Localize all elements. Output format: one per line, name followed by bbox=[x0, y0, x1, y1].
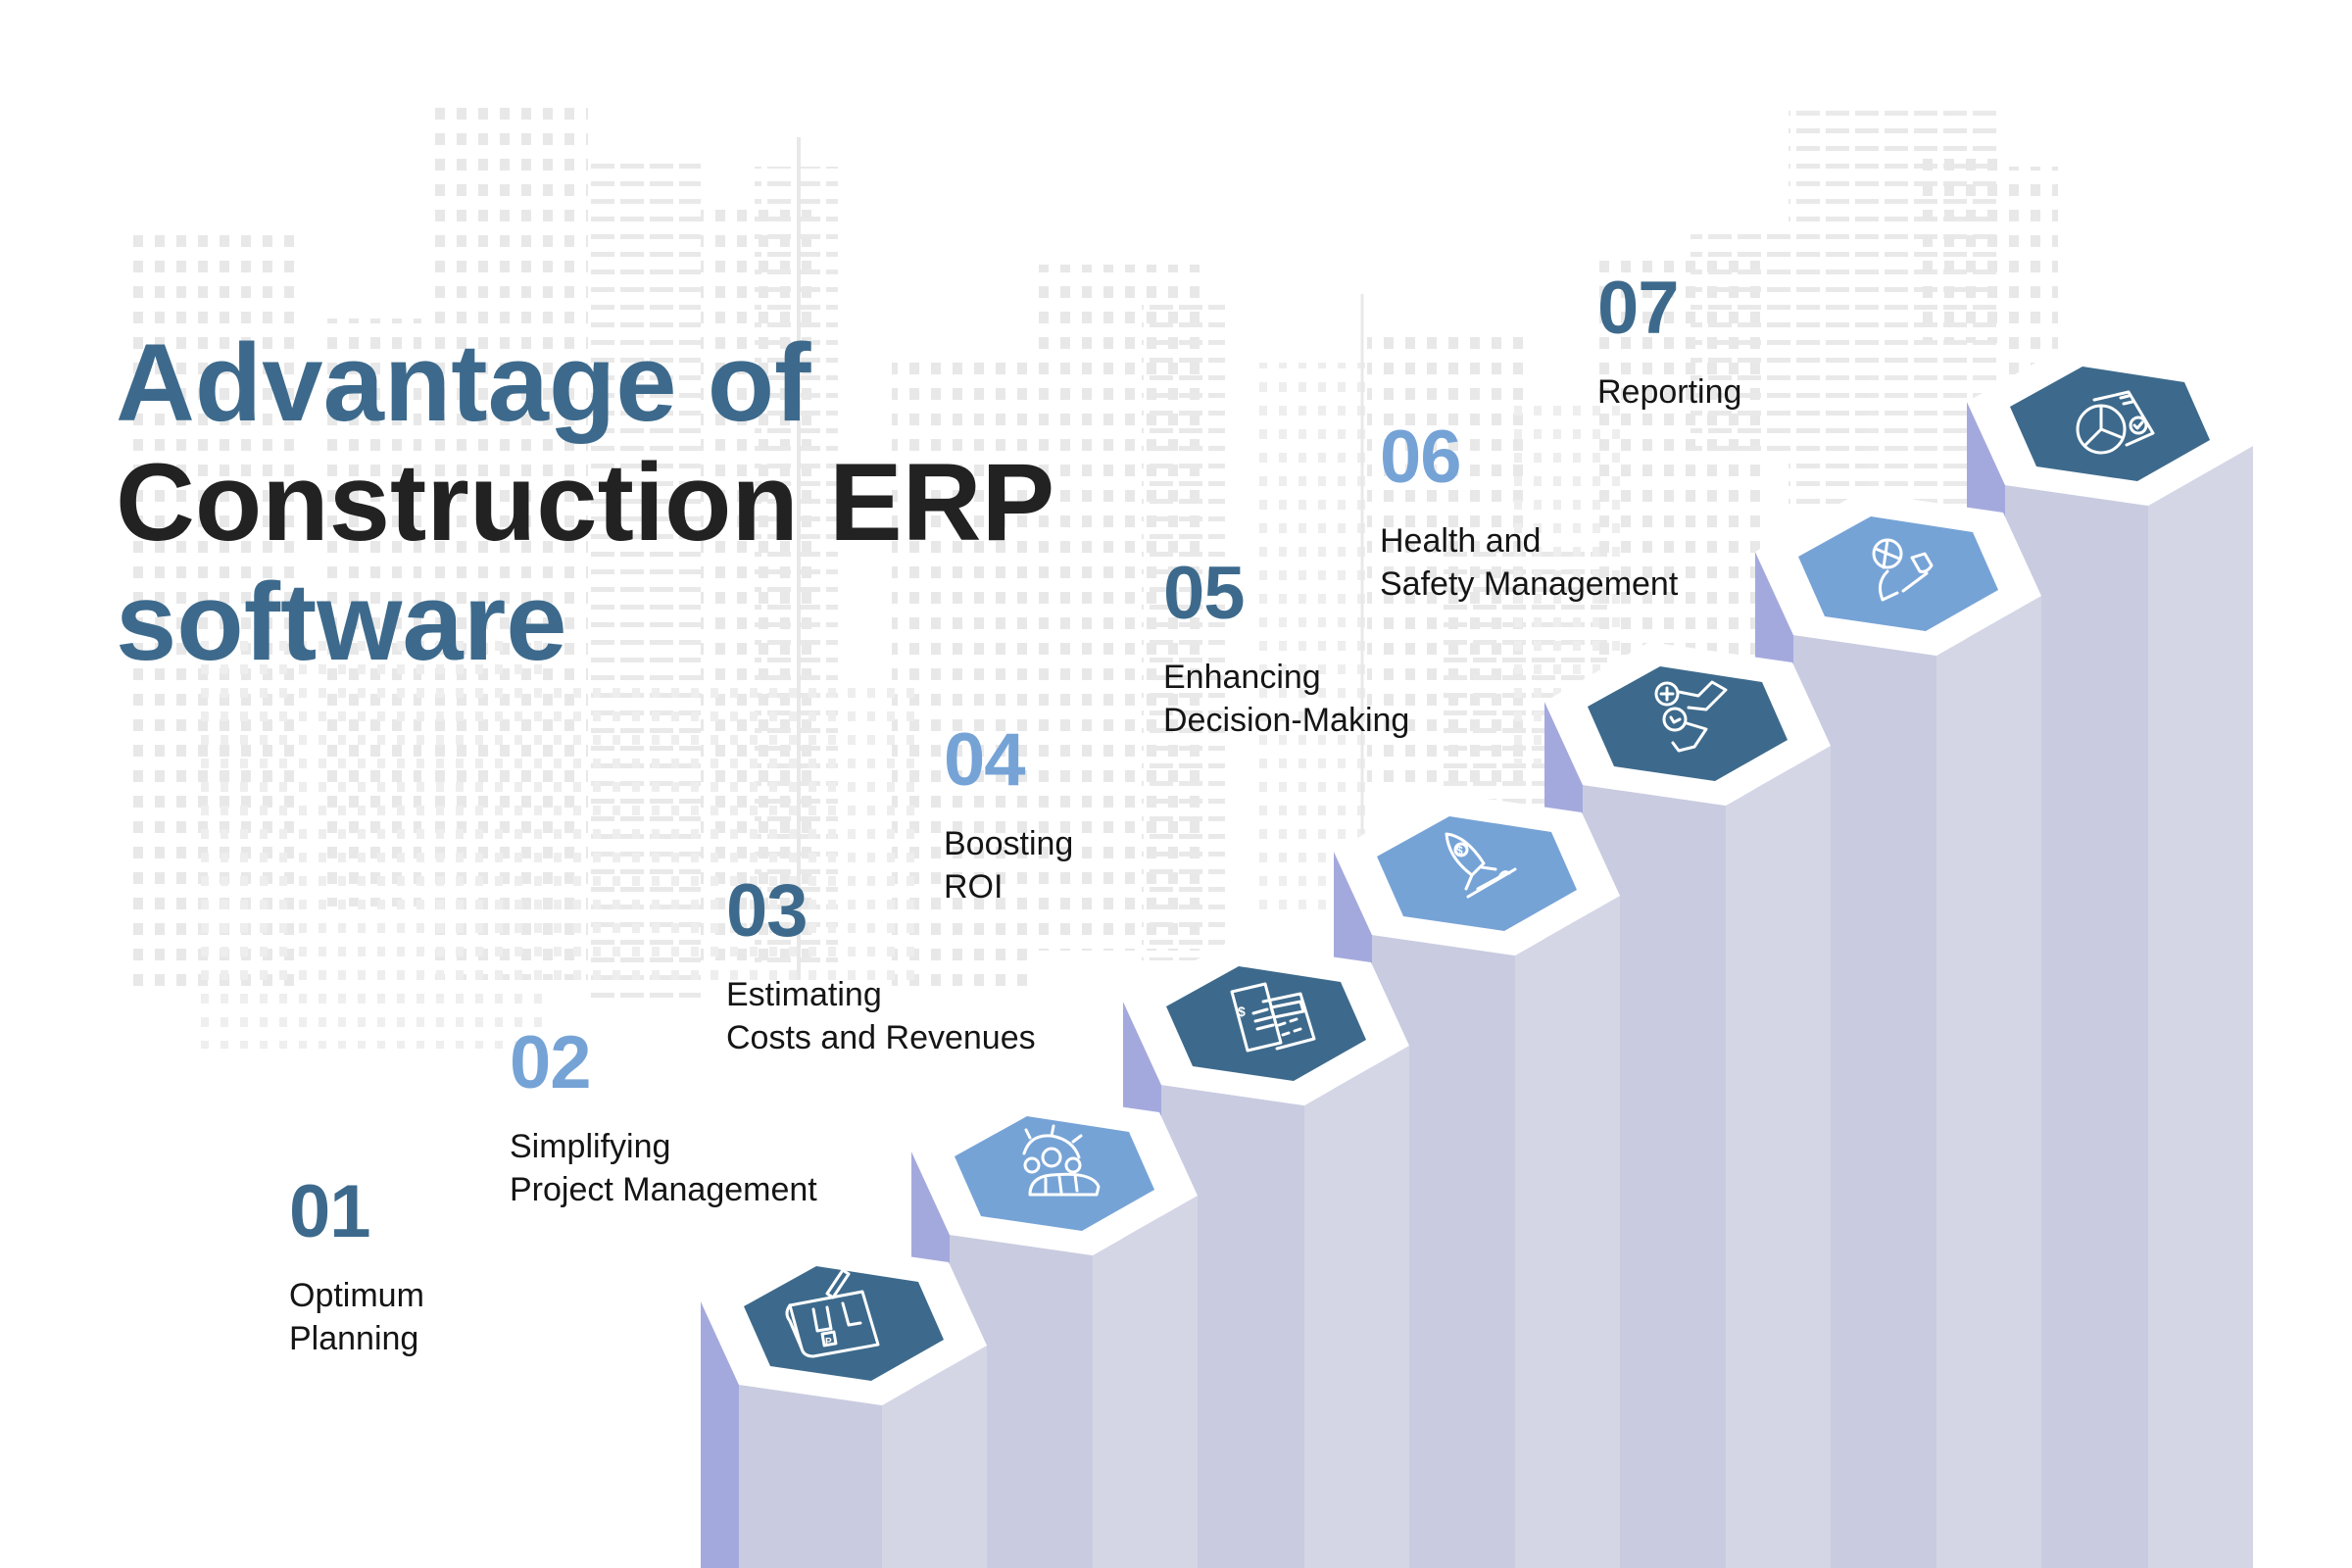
step-hex-6 bbox=[1798, 516, 1998, 631]
step-prism-2 bbox=[911, 1092, 1198, 1568]
title-line-3: software bbox=[116, 561, 567, 683]
step-label-4: 04 Boosting ROI bbox=[944, 718, 1074, 908]
step-text-line-2: Costs and Revenues bbox=[726, 1019, 1036, 1056]
step-label-1: 01 Optimum Planning bbox=[289, 1170, 424, 1360]
pie-chart-report-icon bbox=[2076, 390, 2155, 455]
title-line-2: Construction ERP bbox=[116, 441, 1055, 564]
title-line-1: Advantage of bbox=[116, 321, 811, 444]
step-text-line-1: Health and bbox=[1380, 522, 1542, 560]
decision-hands-icon bbox=[1654, 680, 1728, 753]
invoice-calculator-icon bbox=[1230, 982, 1316, 1053]
step-number: 02 bbox=[510, 1021, 592, 1104]
step-number: 04 bbox=[944, 718, 1026, 802]
step-text-line-1: Estimating bbox=[726, 976, 882, 1013]
step-label-7: 07 Reporting bbox=[1597, 267, 1742, 414]
step-number: 05 bbox=[1163, 552, 1246, 635]
step-label-6: 06 Health and Safety Management bbox=[1380, 416, 1679, 606]
worker-safety-icon bbox=[1872, 538, 1934, 602]
step-text-line-1: Optimum bbox=[289, 1277, 424, 1314]
step-number: 07 bbox=[1597, 267, 1680, 350]
dollar-sign-icon: $ bbox=[1238, 1004, 1246, 1019]
step-text-line-2: Project Management bbox=[510, 1171, 817, 1208]
step-hex-7 bbox=[2010, 367, 2210, 481]
step-number: 06 bbox=[1380, 416, 1462, 499]
step-text-line-1: Simplifying bbox=[510, 1128, 671, 1165]
step-text-line-2: Decision-Making bbox=[1163, 702, 1410, 739]
parking-p-icon: P bbox=[825, 1337, 832, 1348]
step-text-line-2: ROI bbox=[944, 868, 1004, 906]
page-title: Advantage of Construction ERP software bbox=[116, 323, 1054, 682]
step-label-2: 02 Simplifying Project Management bbox=[510, 1021, 817, 1211]
step-label-3: 03 Estimating Costs and Revenues bbox=[726, 869, 1036, 1059]
step-text-line-1: Enhancing bbox=[1163, 659, 1321, 696]
step-number: 01 bbox=[289, 1170, 371, 1253]
step-hex-3 bbox=[1166, 966, 1366, 1081]
team-gear-icon bbox=[1022, 1124, 1101, 1197]
step-label-5: 05 Enhancing Decision-Making bbox=[1163, 552, 1410, 742]
step-number: 03 bbox=[726, 869, 808, 953]
step-text-line-2: Safety Management bbox=[1380, 565, 1679, 603]
step-hex-1 bbox=[744, 1266, 944, 1381]
step-hex-4 bbox=[1377, 816, 1577, 931]
dollar-sign-icon: $ bbox=[1456, 844, 1463, 858]
step-text-line-1: Reporting bbox=[1597, 373, 1742, 411]
step-text-line-2: Planning bbox=[289, 1320, 419, 1357]
money-rocket-icon bbox=[1445, 832, 1517, 899]
blueprint-plan-icon bbox=[785, 1268, 880, 1358]
step-text-line-1: Boosting bbox=[944, 825, 1074, 862]
step-prism-1: P bbox=[701, 1242, 987, 1568]
